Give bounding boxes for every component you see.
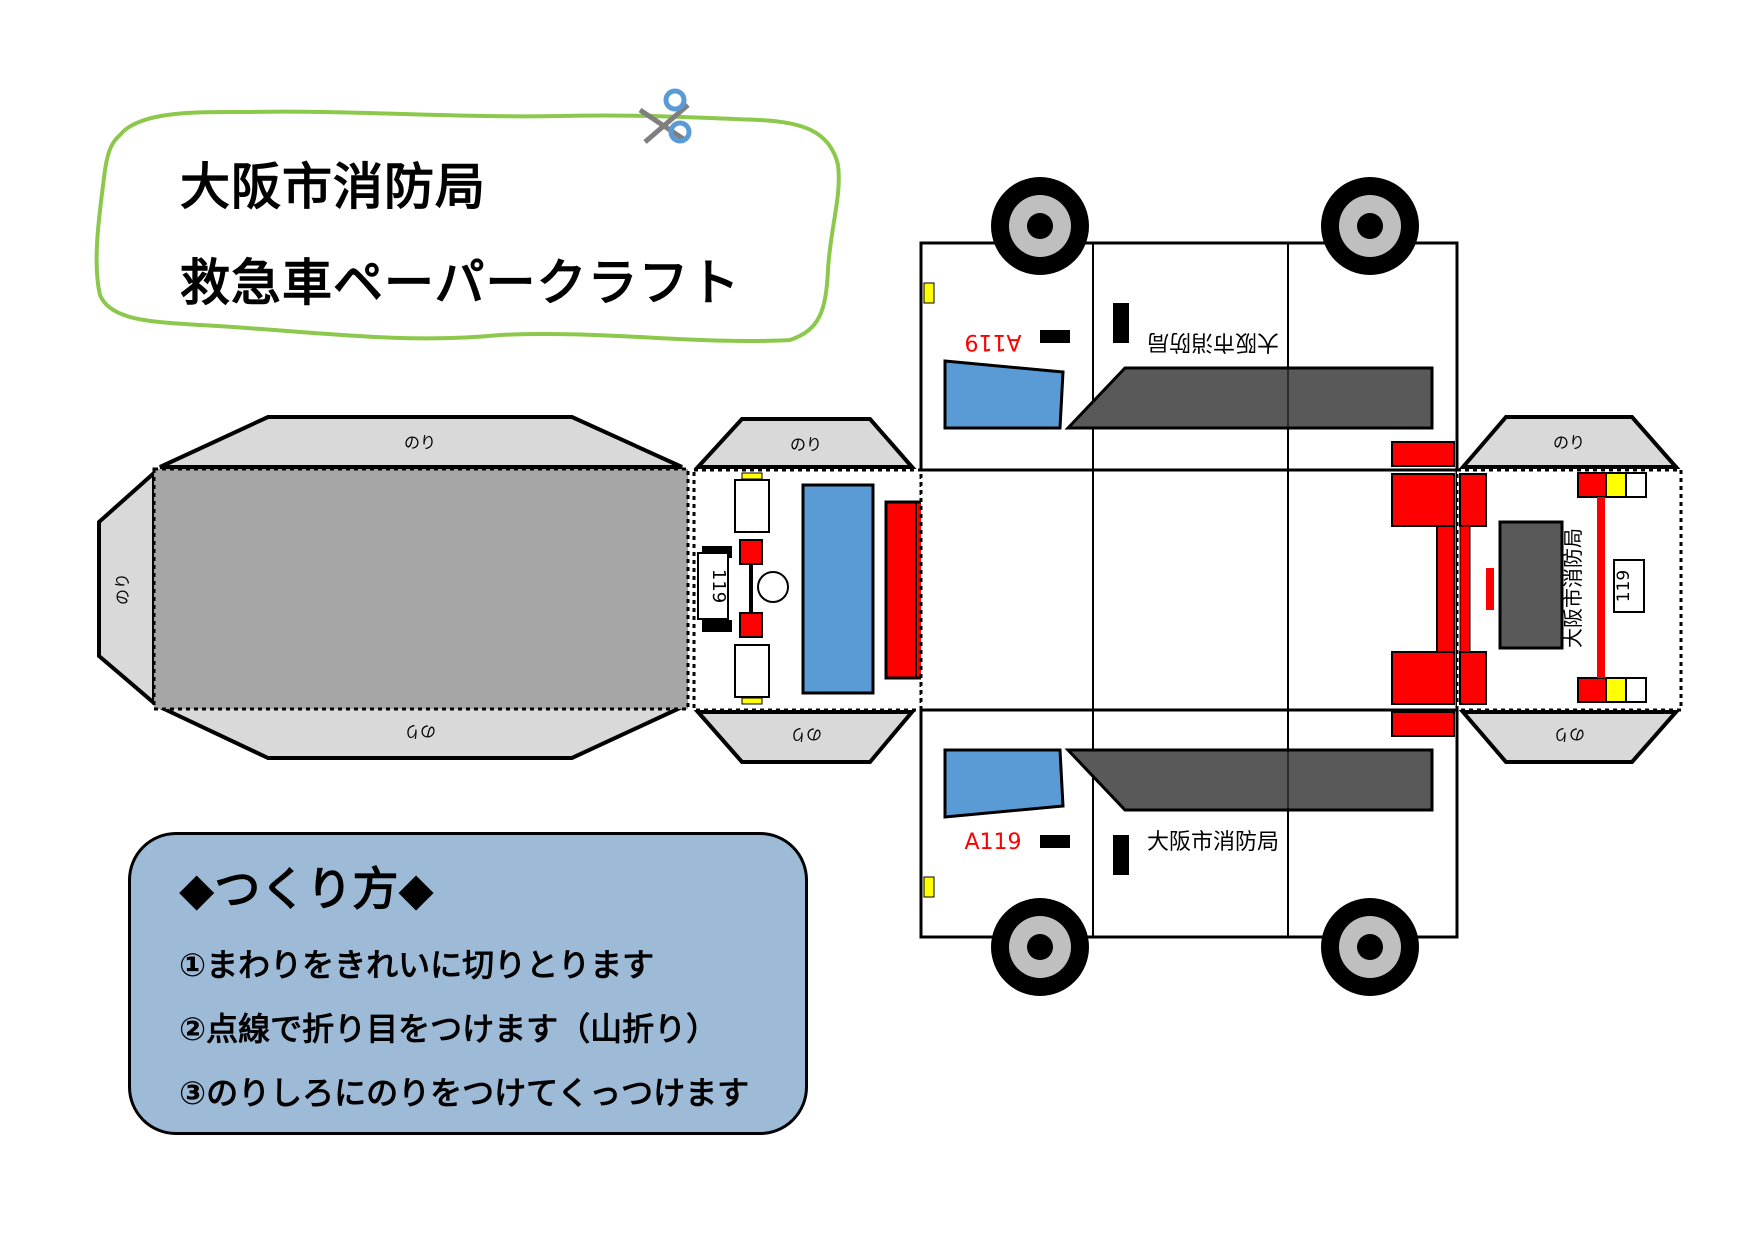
side-id-label: A119 — [964, 830, 1021, 855]
wheel-icon — [1321, 898, 1419, 996]
glue-label: のり — [113, 573, 132, 605]
instructions-box: ◆つくり方◆ ①まわりをきれいに切りとります ②点線で折り目をつけます（山折り）… — [128, 832, 808, 1135]
glue-label: のり — [1553, 725, 1585, 744]
windshield — [801, 483, 875, 695]
rear-strip — [1436, 525, 1455, 653]
rear-lamp — [1577, 472, 1607, 498]
front-plate — [697, 552, 729, 620]
side-window-front — [943, 359, 1065, 430]
page-subtitle: 救急車ペーパークラフト — [180, 254, 741, 312]
indicator-light — [741, 697, 763, 705]
side-id-label: A119 — [964, 329, 1021, 354]
glue-label: のり — [1553, 433, 1585, 452]
side-window-rear — [1064, 748, 1434, 812]
front-red-light — [739, 539, 763, 565]
instruction-step: ①まわりをきれいに切りとります — [179, 946, 655, 984]
instruction-step: ②点線で折り目をつけます（山折り） — [179, 1010, 719, 1048]
wheel-icon — [991, 898, 1089, 996]
rear-plate — [1613, 559, 1645, 613]
body-center-strip — [919, 468, 1459, 712]
rear-lamp — [1605, 472, 1627, 498]
front-plate-number: 119 — [708, 569, 729, 603]
front-red-light — [739, 612, 763, 638]
title-cloud-border — [94, 109, 841, 344]
scissors-icon — [638, 88, 692, 144]
glue-label: のり — [790, 435, 822, 454]
side-org-label: 大阪市消防局 — [1147, 329, 1279, 354]
rear-glue-tab-bottom — [1458, 710, 1681, 764]
glue-label: のり — [404, 722, 436, 741]
front-emblem — [757, 571, 789, 603]
page-title: 大阪市消防局 — [180, 158, 486, 216]
rear-beacon — [1391, 651, 1455, 705]
rear-glue-tab-top — [1458, 415, 1681, 469]
side-panel-top — [919, 241, 1459, 472]
roof-glue-tab-top — [159, 415, 683, 469]
wheel-icon — [1321, 177, 1419, 275]
glue-label: のり — [790, 725, 822, 744]
instruction-step: ③のりしろにのりをつけてくっつけます — [179, 1074, 750, 1112]
rear-org-label: 大阪市消防局 — [1561, 528, 1585, 648]
rear-beacon — [1391, 711, 1455, 737]
rear-plate-number: 119 — [1614, 570, 1634, 602]
side-window-front — [943, 748, 1065, 819]
rear-lamp — [1577, 677, 1607, 703]
front-bar — [702, 620, 732, 632]
roof-panel — [152, 467, 690, 711]
rear-window — [1498, 520, 1564, 650]
indicator-light — [741, 472, 763, 480]
rear-panel — [1455, 468, 1683, 712]
wheel-icon — [991, 177, 1089, 275]
rear-lamp — [1605, 677, 1627, 703]
front-glue-tab-bottom — [693, 710, 917, 764]
rear-beacon — [1391, 473, 1455, 527]
rear-lamp — [1625, 472, 1647, 498]
side-window-rear — [1064, 366, 1434, 430]
headlight — [734, 644, 770, 698]
glue-label: のり — [404, 433, 436, 452]
side-org-label: 大阪市消防局 — [1147, 830, 1279, 855]
instructions-heading: ◆つくり方◆ — [179, 862, 434, 916]
rear-lamp — [1625, 677, 1647, 703]
headlight — [734, 479, 770, 533]
front-glue-tab-top — [693, 417, 917, 469]
rear-beacon — [1391, 441, 1455, 467]
